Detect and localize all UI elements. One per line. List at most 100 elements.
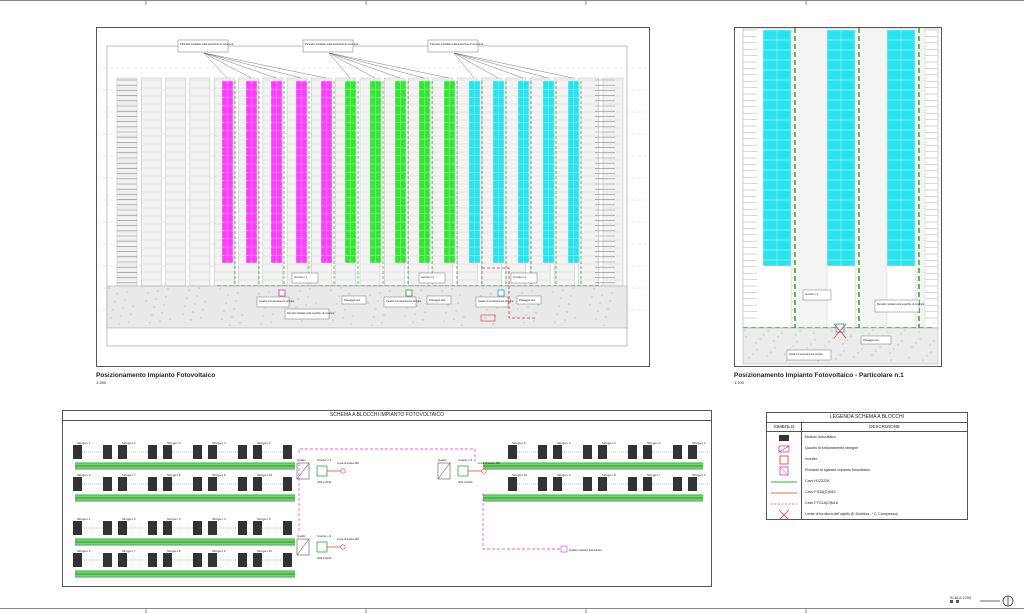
pv-module	[163, 477, 172, 491]
texture-dot	[169, 318, 171, 320]
texture-dot	[239, 322, 241, 324]
texture-dot	[457, 302, 459, 304]
detail-texture	[774, 347, 776, 349]
texture-dot	[149, 322, 151, 324]
string-label: Stringa n.9	[212, 549, 226, 553]
pv-module	[553, 477, 562, 491]
pv-module	[643, 477, 652, 491]
detail-ground	[742, 327, 939, 365]
inverter-label: Inverter n.3	[458, 458, 473, 462]
detail-texture	[853, 356, 855, 358]
texture-dot	[605, 316, 607, 318]
detail-texture	[846, 339, 848, 341]
texture-dot	[342, 317, 344, 319]
legend-col-symbol: SIMBOLO	[767, 423, 802, 432]
texture-dot	[108, 287, 110, 289]
detail-texture	[759, 338, 761, 340]
panel-label: Pannello installato sulla superficie di …	[430, 42, 484, 46]
texture-dot	[492, 323, 494, 325]
quadro-box	[383, 296, 417, 308]
texture-dot	[202, 309, 204, 311]
texture-dot	[381, 322, 383, 324]
texture-dot	[418, 297, 420, 299]
texture-dot	[161, 312, 163, 314]
pv-module	[208, 477, 217, 491]
pv-module	[193, 445, 202, 459]
string-label: Stringa n.5	[257, 517, 271, 521]
pv-module	[238, 445, 247, 459]
pv-module	[148, 445, 157, 459]
detail-texture	[832, 337, 834, 339]
detail-texture	[861, 348, 863, 350]
detail-texture	[806, 347, 808, 349]
texture-dot	[145, 300, 147, 302]
detail-texture	[842, 343, 844, 345]
texture-dot	[159, 320, 161, 322]
leader-line	[203, 52, 228, 79]
leader-line	[203, 52, 277, 79]
legend-table: LEGENDA SCHEMA A BLOCCHI SIMBOLO DESCRIZ…	[766, 412, 968, 520]
texture-dot	[196, 295, 198, 297]
detail-texture	[933, 340, 935, 342]
pv-module	[193, 553, 202, 567]
legend-symbol	[767, 509, 801, 520]
texture-dot	[414, 313, 416, 315]
quadro-diag	[296, 538, 310, 556]
texture-dot	[420, 289, 422, 291]
texture-dot	[367, 302, 369, 304]
pv-module	[688, 477, 697, 491]
detail-texture	[792, 345, 794, 347]
texture-dot	[560, 297, 562, 299]
legend-symbol	[767, 465, 801, 476]
legend-description: Cavo FTG18(O)M16	[805, 501, 838, 505]
texture-dot	[182, 313, 184, 315]
string-label: Stringa n.3	[167, 441, 181, 445]
detail-texture	[773, 340, 775, 342]
leader-line	[203, 52, 252, 79]
texture-dot	[531, 290, 533, 292]
red-cable	[482, 267, 510, 286]
texture-dot	[389, 290, 391, 292]
pv-module	[118, 445, 127, 459]
detail-texture	[908, 357, 910, 359]
detail-texture	[795, 334, 797, 336]
texture-dot	[297, 298, 299, 300]
texture-dot	[451, 288, 453, 290]
passage-box	[426, 295, 452, 305]
texture-dot	[556, 313, 558, 315]
texture-dot	[412, 321, 414, 323]
string-label: Stringa n.10	[257, 473, 273, 477]
texture-dot	[188, 289, 190, 291]
detail-texture	[872, 329, 874, 331]
texture-dot	[570, 295, 572, 297]
texture-dot	[350, 323, 352, 325]
texture-dot	[422, 319, 424, 321]
texture-dot	[369, 294, 371, 296]
inverter-symbol	[316, 541, 328, 553]
texture-dot	[482, 287, 484, 289]
texture-dot	[167, 288, 169, 290]
pv-module	[253, 445, 262, 459]
legend-symbol	[767, 454, 801, 465]
quadro-label: Quadro di sezionamento stringhe	[259, 300, 295, 303]
pv-module	[283, 553, 292, 567]
texture-dot	[589, 304, 591, 306]
texture-dot	[496, 307, 498, 309]
texture-dot	[461, 324, 463, 326]
texture-dot	[198, 287, 200, 289]
panel-label: Pannello installato sulla superficie di …	[305, 42, 359, 46]
texture-dot	[219, 288, 221, 290]
pv-module	[163, 445, 172, 459]
pv-module	[103, 477, 112, 491]
leader-line	[453, 52, 574, 79]
texture-dot	[338, 295, 340, 297]
texture-dot	[163, 304, 165, 306]
texture-dot	[593, 288, 595, 290]
pv-module	[163, 521, 172, 535]
string-label: Stringa n.4	[212, 441, 226, 445]
texture-dot	[375, 308, 377, 310]
texture-dot	[130, 313, 132, 315]
passage-label: Passaggio cavi	[344, 299, 361, 302]
